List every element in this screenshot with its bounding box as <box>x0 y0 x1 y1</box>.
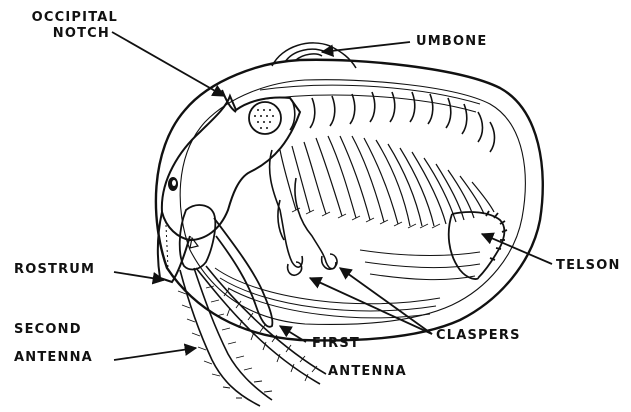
claspers-arrow-1 <box>310 278 432 334</box>
umbone-shape <box>272 43 356 68</box>
second-antenna-arrow <box>114 348 196 360</box>
first-antenna-label-line1: FIRST <box>312 336 407 352</box>
first-antenna-shape <box>214 218 272 327</box>
occipital-notch-arrow <box>112 32 224 96</box>
rostrum-label: ROSTRUM <box>14 262 95 278</box>
second-antenna-label-line1: SECOND <box>14 322 93 338</box>
compound-eye <box>168 177 178 191</box>
second-antenna-label-line2: ANTENNA <box>14 350 93 366</box>
mouth-parts <box>180 205 216 269</box>
claspers-label: CLASPERS <box>436 328 521 344</box>
occipital-notch-label-line1: OCCIPITAL <box>6 10 118 26</box>
umbone-arrow <box>322 42 410 52</box>
dorsal-organ <box>249 102 281 134</box>
first-antenna-label-line2: ANTENNA <box>312 364 407 380</box>
occipital-notch-shape <box>222 90 236 112</box>
carapace-inner-margin <box>180 80 525 325</box>
umbone-label: UMBONE <box>416 34 487 50</box>
occipital-notch-label: OCCIPITAL NOTCH <box>6 10 118 42</box>
second-antenna-label: SECOND ANTENNA <box>14 322 93 366</box>
rostrum-shape <box>158 212 190 282</box>
occipital-notch-label-line2: NOTCH <box>6 26 118 42</box>
first-antenna-label: FIRST ANTENNA <box>312 336 407 380</box>
growth-lines <box>215 85 480 318</box>
telson-label: TELSON <box>556 258 621 274</box>
dorsal-segments <box>290 92 495 152</box>
rostrum-arrow <box>114 272 164 280</box>
